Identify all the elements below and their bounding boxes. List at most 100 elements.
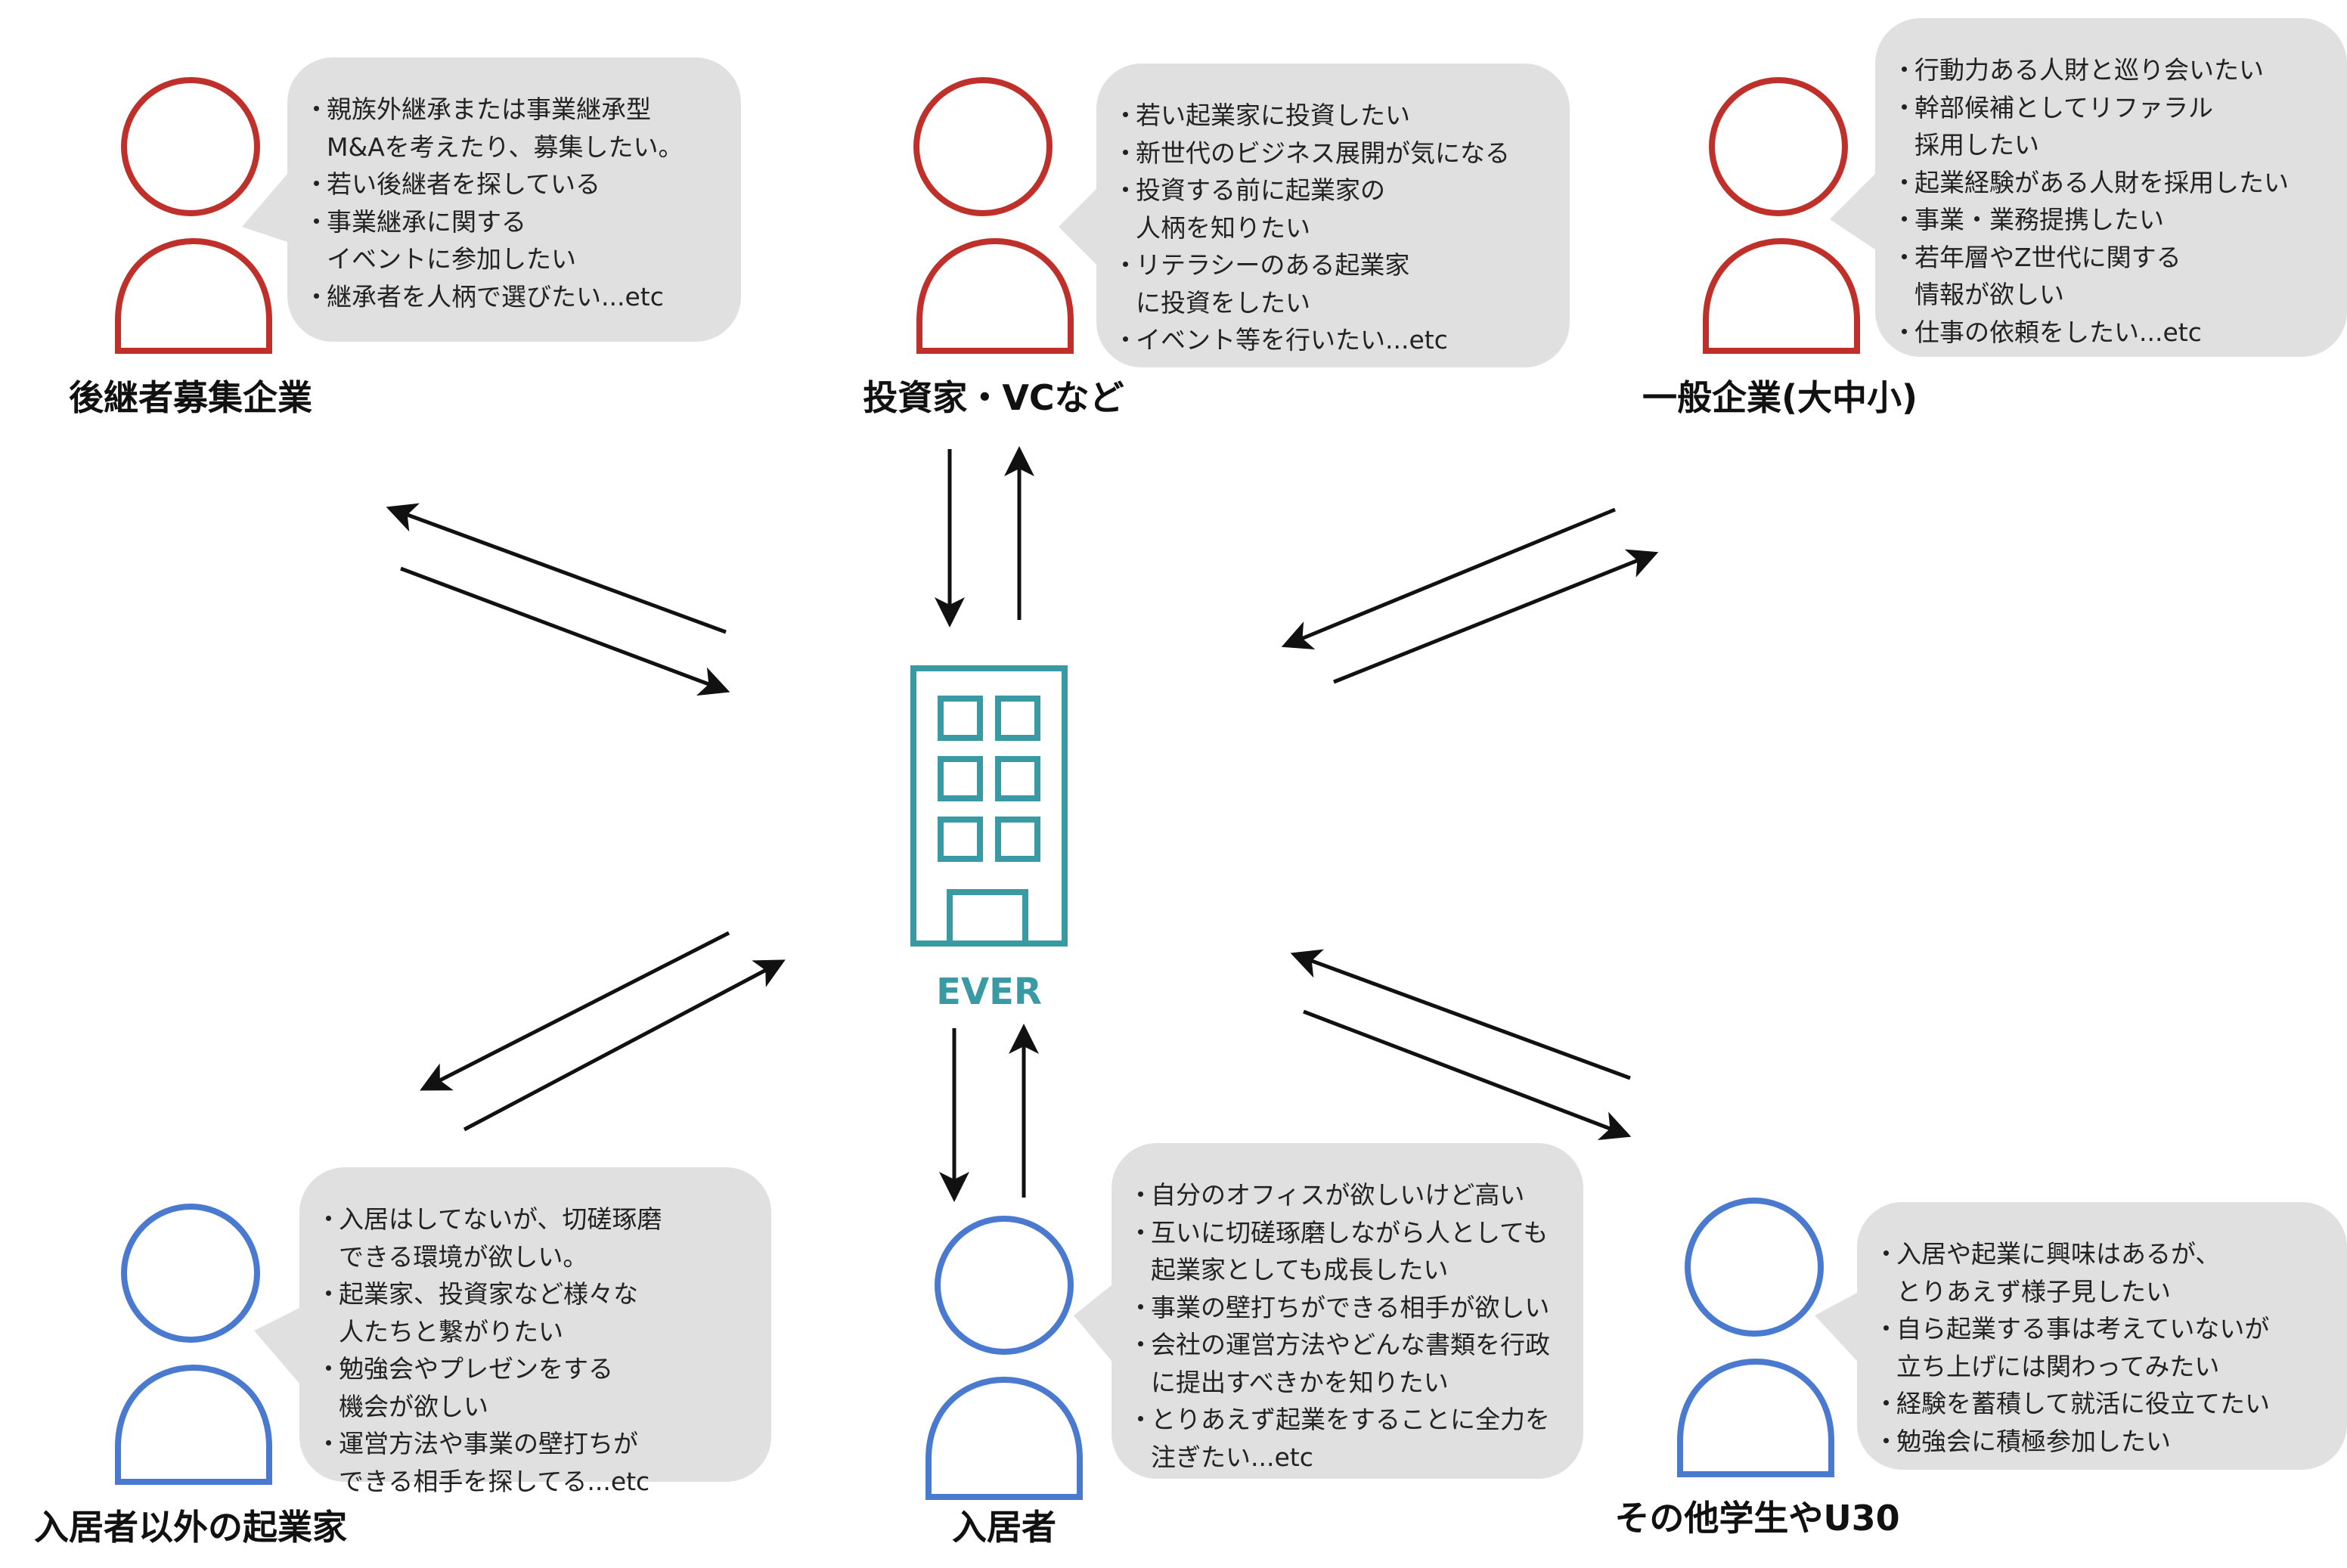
bubble-text: 事業継承に関する xyxy=(327,206,526,237)
bullet-icon: ・ xyxy=(1128,1217,1153,1247)
bubble-text: イベント等を行いたい...etc xyxy=(1136,325,1448,355)
bubble-line: 採用したい xyxy=(1892,126,2332,164)
bubble-text: 機会が欲しい xyxy=(339,1391,488,1421)
bubble-line: M&Aを考えたり、募集したい。 xyxy=(304,129,726,166)
bubble-text: M&Aを考えたり、募集したい。 xyxy=(327,132,684,162)
bubble-line: ・互いに切磋琢磨しながら人としても xyxy=(1128,1214,1568,1252)
bubble-line: できる環境が欲しい。 xyxy=(316,1238,756,1276)
bubble-line: 機会が欲しい xyxy=(316,1388,756,1426)
bubble-text: できる環境が欲しい。 xyxy=(339,1241,588,1272)
bubble-line: ・事業継承に関する xyxy=(304,203,726,241)
bullet-icon: ・ xyxy=(1113,101,1138,130)
speech-bubble-general-companies: ・行動力ある人財と巡り会いたい・幹部候補としてリファラル採用したい・起業経験があ… xyxy=(1875,18,2347,357)
bubble-text: イベントに参加したい xyxy=(327,244,576,274)
speech-bubble-tail xyxy=(242,174,287,242)
bubble-text: 起業経験がある人財を採用したい xyxy=(1914,167,2289,197)
bubble-text: 新世代のビジネス展開が気になる xyxy=(1136,138,1510,168)
bullet-icon: ・ xyxy=(316,1429,341,1458)
bullet-icon: ・ xyxy=(316,1279,341,1309)
speech-bubble-students-u30: ・入居や起業に興味はあるが、とりあえず様子見したい・自ら起業する事は考えていない… xyxy=(1857,1202,2347,1470)
bullet-icon: ・ xyxy=(1874,1239,1899,1269)
bullet-icon: ・ xyxy=(316,1204,341,1234)
bubble-text: 若い後継者を探している xyxy=(327,169,601,199)
bullet-icon: ・ xyxy=(304,95,329,124)
speech-bubble-non-resident-entrepreneurs: ・入居はしてないが、切磋琢磨できる環境が欲しい。・起業家、投資家など様々な人たち… xyxy=(299,1167,771,1496)
bullet-icon: ・ xyxy=(1892,317,1917,347)
flow-arrow xyxy=(1290,949,1631,1080)
bullet-icon: ・ xyxy=(1892,167,1917,197)
bubble-line: とりあえず様子見したい xyxy=(1874,1273,2332,1311)
bubble-text: 事業・業務提携したい xyxy=(1914,205,2164,234)
bullet-icon: ・ xyxy=(1128,1180,1153,1210)
bubble-line: ・若年層やZ世代に関する xyxy=(1892,239,2332,277)
bubble-text: に投資をしたい xyxy=(1136,287,1310,318)
bubble-line: ・運営方法や事業の壁打ちが xyxy=(316,1425,756,1463)
flow-arrow xyxy=(463,959,786,1132)
bullet-icon: ・ xyxy=(1892,242,1917,272)
bubble-line: 起業家としても成長したい xyxy=(1128,1251,1568,1289)
bubble-text: 注ぎたい...etc xyxy=(1151,1442,1313,1472)
bubble-line: ・新世代のビジネス展開が気になる xyxy=(1113,135,1555,172)
persona-label-successor-seeking-company: 後継者募集企業 xyxy=(69,377,312,418)
bubble-text: 互いに切磋琢磨しながら人としても xyxy=(1151,1217,1549,1247)
bubble-text: 起業家、投資家など様々な xyxy=(339,1279,638,1309)
bubble-line: イベントに参加したい xyxy=(304,240,726,278)
bullet-icon: ・ xyxy=(316,1354,341,1384)
person-icon xyxy=(115,1204,272,1485)
bubble-line: ・仕事の依頼をしたい...etc xyxy=(1892,314,2332,352)
persona-label-students-u30: その他学生やU30 xyxy=(1614,1498,1900,1539)
person-icon xyxy=(115,77,272,354)
persona-label-investors-vc: 投資家・VCなど xyxy=(863,377,1124,418)
persona-label-residents: 入居者 xyxy=(952,1507,1056,1548)
speech-bubble-tail xyxy=(1815,1293,1857,1361)
bubble-line: ・事業の壁打ちができる相手が欲しい xyxy=(1128,1289,1568,1327)
bullet-icon: ・ xyxy=(1874,1314,1899,1343)
bullet-icon: ・ xyxy=(1892,92,1917,122)
bubble-line: 人たちと繋がりたい xyxy=(316,1313,756,1351)
bullet-icon: ・ xyxy=(1874,1389,1899,1418)
bubble-line: ・会社の運営方法やどんな書類を行政 xyxy=(1128,1326,1568,1364)
bubble-line: ・事業・業務提携したい xyxy=(1892,201,2332,239)
bubble-text: 勉強会に積極参加したい xyxy=(1896,1426,2171,1456)
bubble-text: 立ち上げには関わってみたい xyxy=(1896,1351,2220,1381)
speech-bubble-tail xyxy=(1830,174,1875,249)
bullet-icon: ・ xyxy=(1113,175,1138,205)
building-icon xyxy=(910,665,1068,947)
person-icon xyxy=(913,77,1074,354)
flow-arrow xyxy=(1281,507,1616,650)
person-icon xyxy=(1703,77,1860,354)
person-icon xyxy=(925,1216,1083,1500)
bullet-icon: ・ xyxy=(1892,55,1917,85)
ever-label: EVER xyxy=(936,971,1042,1013)
bubble-text: 幹部候補としてリファラル xyxy=(1914,92,2214,122)
flow-arrow xyxy=(1303,1009,1632,1140)
bubble-line: ・入居はしてないが、切磋琢磨 xyxy=(316,1201,756,1238)
bubble-line: ・継承者を人柄で選びたい...etc xyxy=(304,278,726,316)
bullet-icon: ・ xyxy=(1892,205,1917,234)
bubble-text: 採用したい xyxy=(1914,130,2039,160)
bubble-text: 入居や起業に興味はあるが、 xyxy=(1896,1239,2221,1269)
bubble-text: 親族外継承または事業継承型 xyxy=(327,95,651,124)
bubble-line: ・起業家、投資家など様々な xyxy=(316,1275,756,1313)
bubble-line: ・自ら起業する事は考えていないが xyxy=(1874,1310,2332,1348)
bullet-icon: ・ xyxy=(1128,1330,1153,1359)
bubble-line: ・自分のオフィスが欲しいけど高い xyxy=(1128,1176,1568,1214)
bubble-text: 行動力ある人財と巡り会いたい xyxy=(1914,55,2264,85)
bubble-text: 会社の運営方法やどんな書類を行政 xyxy=(1151,1330,1550,1359)
bubble-text: できる相手を探してる...etc xyxy=(339,1466,650,1496)
bubble-line: ・イベント等を行いたい...etc xyxy=(1113,321,1555,359)
speech-bubble-tail xyxy=(254,1308,299,1384)
bullet-icon: ・ xyxy=(1874,1426,1899,1456)
persona-label-general-companies: 一般企業(大中小) xyxy=(1642,377,1918,418)
bubble-line: ・リテラシーのある起業家 xyxy=(1113,246,1555,284)
bullet-icon: ・ xyxy=(304,281,329,311)
bubble-text: 運営方法や事業の壁打ちが xyxy=(339,1429,638,1458)
bubble-text: 若年層やZ世代に関する xyxy=(1914,242,2181,272)
bubble-text: 起業家としても成長したい xyxy=(1151,1255,1449,1284)
bubble-line: 注ぎたい...etc xyxy=(1128,1439,1568,1477)
bubble-line: ・起業経験がある人財を採用したい xyxy=(1892,164,2332,202)
bubble-text: 自分のオフィスが欲しいけど高い xyxy=(1151,1180,1525,1210)
bullet-icon: ・ xyxy=(1128,1405,1153,1434)
